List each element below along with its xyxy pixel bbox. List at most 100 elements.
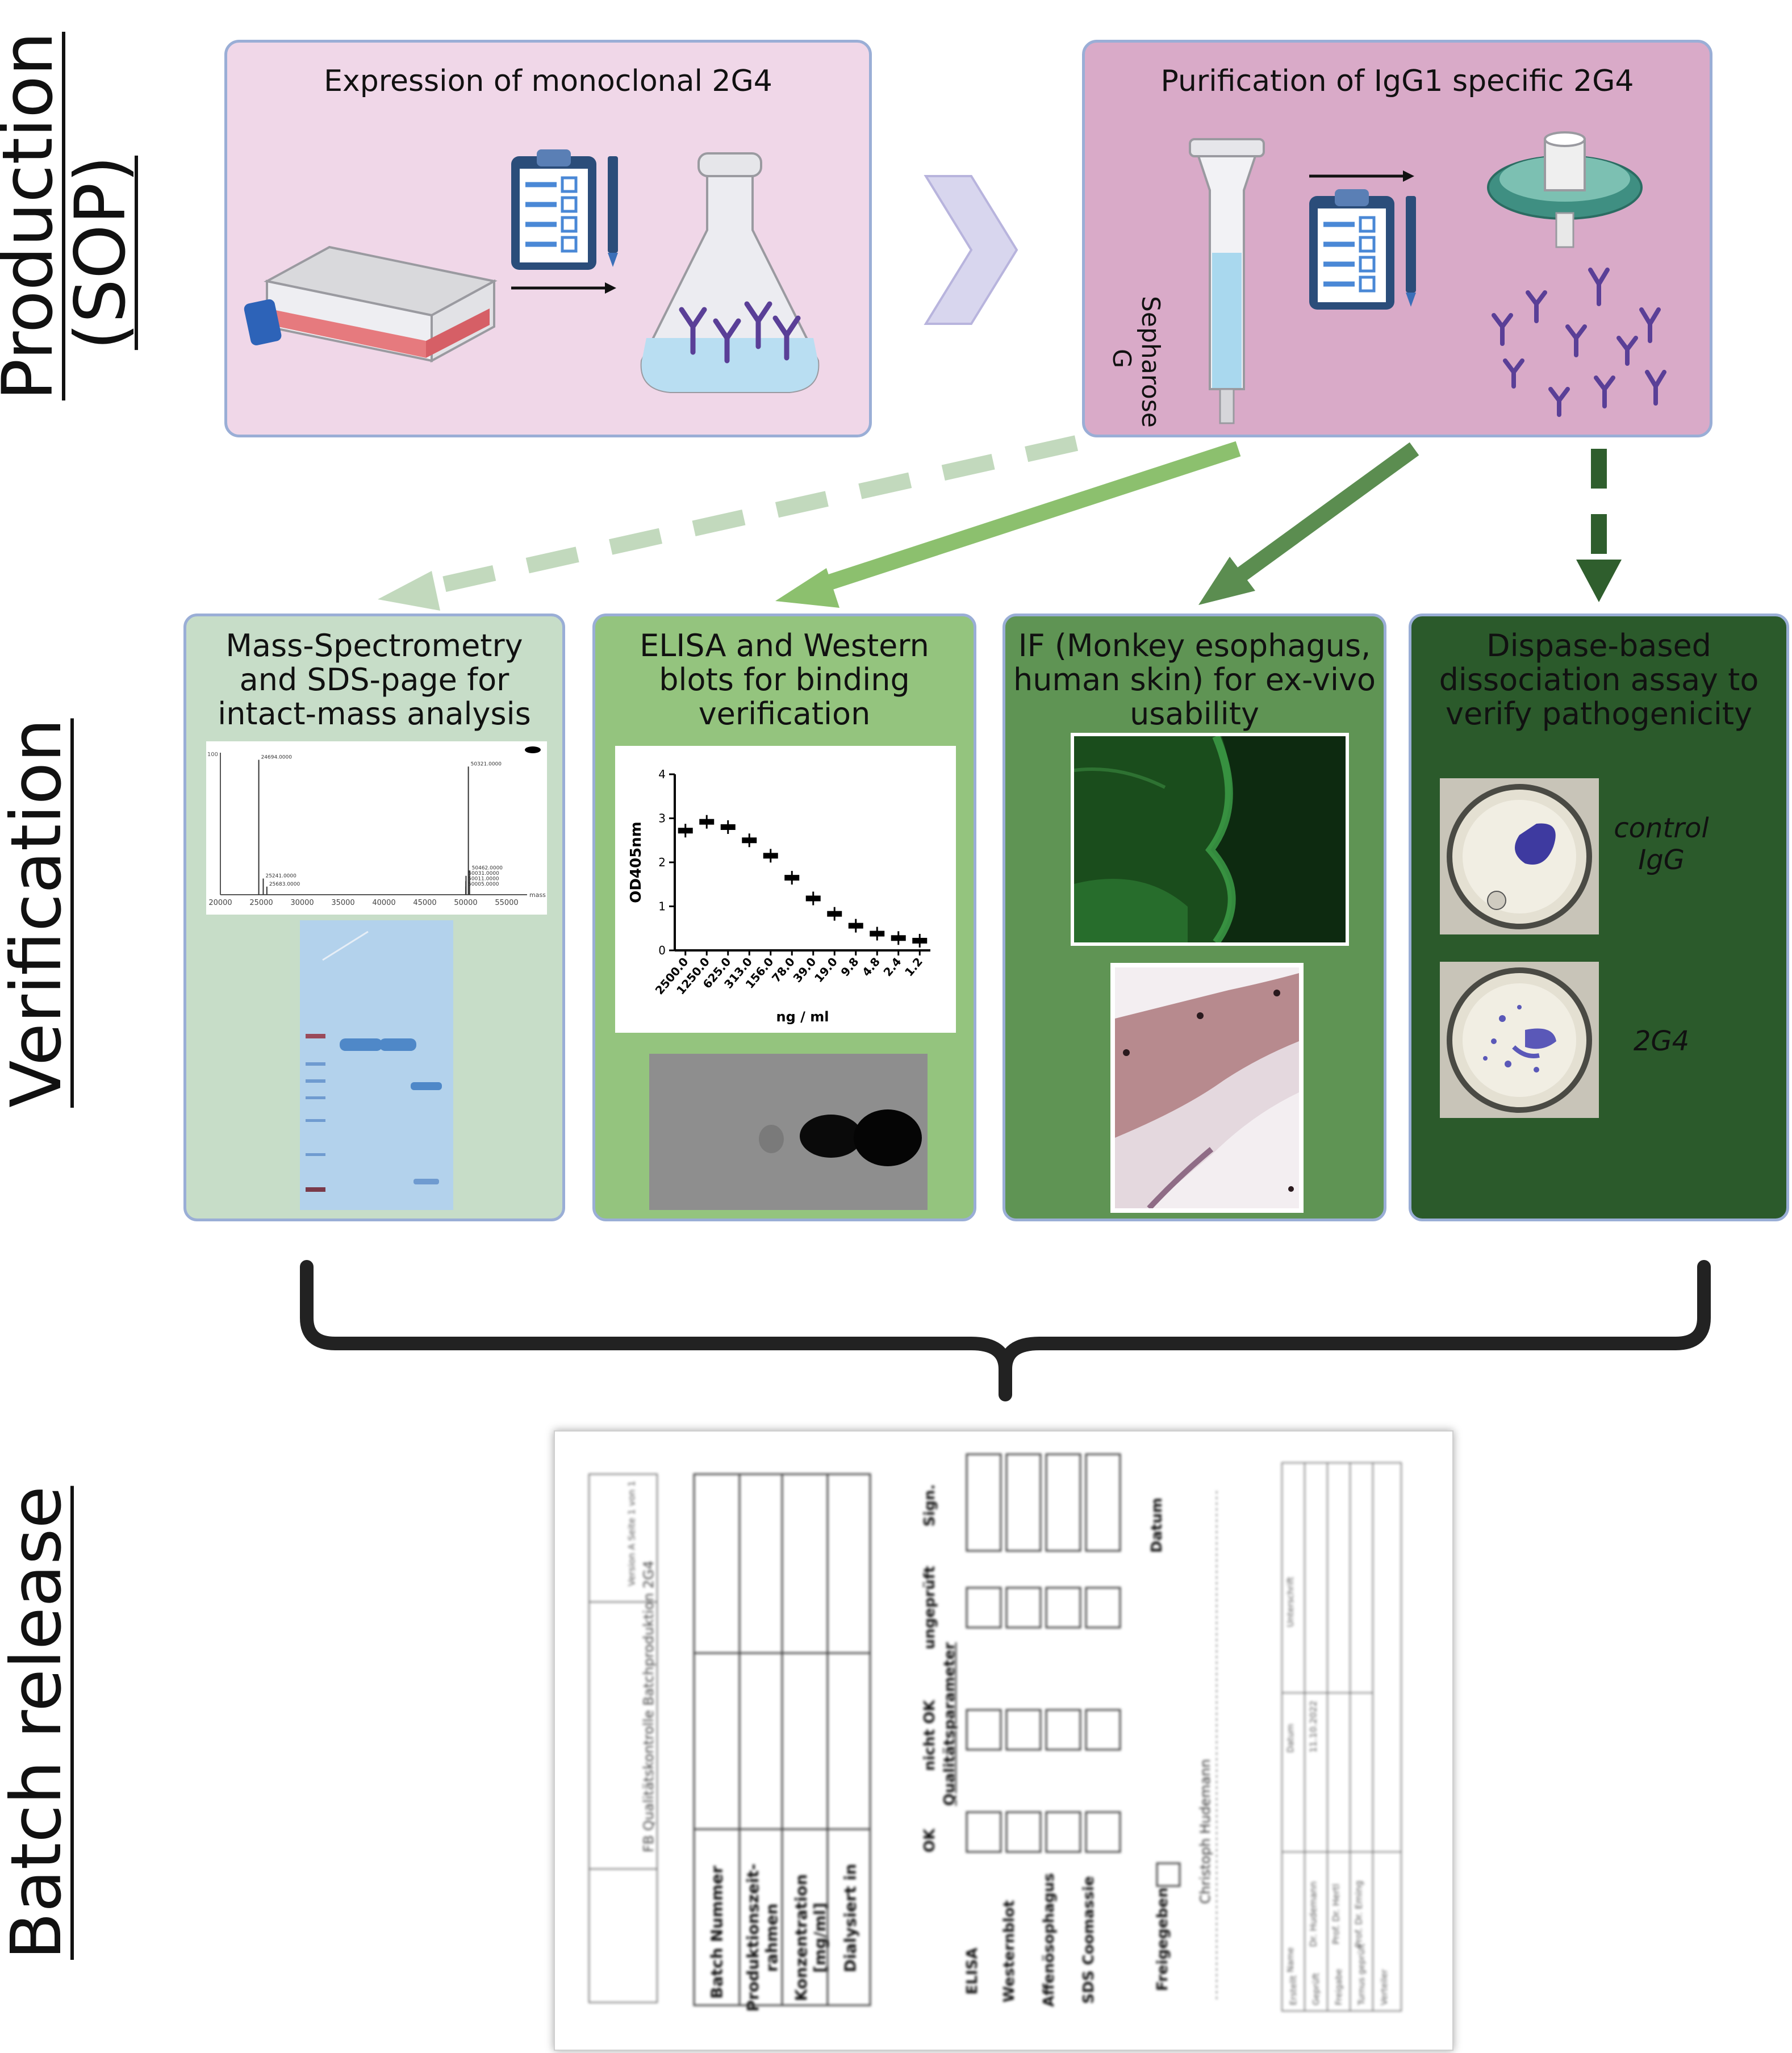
elisa-title: ELISA and Western blots for binding veri… [640, 628, 929, 732]
signature-table [1281, 1462, 1402, 2012]
arrow-to-elisa [775, 441, 1241, 608]
form-sign-role: Verteiler [1379, 1969, 1389, 2005]
form-sign-role: Freigabe [1334, 1969, 1344, 2005]
form-freigegeben: Freigegeben [1154, 1887, 1171, 1991]
form-title: FB Qualitätskontrolle Batchproduktion 2G… [641, 1560, 657, 1852]
elisa-x-tick-label: 1.2 [902, 955, 925, 979]
expression-box: Expression of monoclonal 2G4 [224, 40, 872, 437]
form-param-westernblot: Westernblot [1001, 1900, 1018, 2002]
purification-title: Purification of IgG1 specific 2G4 [1160, 64, 1634, 98]
clipboard-protocol-icon [1309, 189, 1416, 310]
dispase-box: Dispase-based dissociation assay to veri… [1409, 614, 1789, 1221]
elisa-y-tick-label: 3 [658, 812, 666, 825]
ms-x-tick-label: 45000 [413, 899, 436, 907]
ms-x-tick-label: 25000 [249, 899, 273, 907]
form-param-affenoesophagus: Affenösophagus [1041, 1873, 1058, 2007]
ms-x-tick-label: 30000 [290, 899, 314, 907]
curly-brace [300, 1260, 1711, 1401]
form-col-sign: Sign. [921, 1484, 938, 1527]
elisa-x-tick-label: 2.4 [880, 955, 904, 979]
elisa-binding-chart: 01234OD405nm2500.01250.0625.0313.0156.07… [628, 767, 930, 1025]
elisa-y-label: OD405nm [628, 821, 645, 903]
2g4-label: 2G4 [1633, 1025, 1690, 1057]
form-sign-role: Geprüft [1311, 1973, 1321, 2005]
expression-title: Expression of monoclonal 2G4 [324, 64, 772, 98]
elisa-y-tick-label: 0 [658, 944, 666, 957]
form-col-ungeprueft: ungeprüft [921, 1566, 938, 1650]
form-sign-role: Erstellt [1288, 1975, 1298, 2005]
ms-x-tick-label: 40000 [372, 899, 395, 907]
ms-x-tick-label: 35000 [331, 899, 354, 907]
batch-release-label: Batch release [0, 1485, 77, 1960]
form-sign-name-1: Dr. Hudemann [1308, 1881, 1319, 1947]
elisa-x-tick-label: 78.0 [769, 955, 797, 985]
ms-x-tick-label: 20000 [208, 899, 232, 907]
ms-box: Mass-Spectrometry and SDS-page for intac… [183, 614, 565, 1221]
quality-checkboxes [966, 1453, 1181, 1887]
expression-illustration [244, 149, 820, 393]
ms-legend-marker [525, 746, 541, 753]
gel-bands [340, 1038, 442, 1184]
dispase-title: Dispase-based dissociation assay to veri… [1439, 628, 1759, 732]
erlenmeyer-flask-icon [640, 152, 820, 393]
elisa-y-tick-label: 2 [658, 856, 666, 869]
gel-ladder [306, 1034, 325, 1192]
form-sign-header: Unterschrift [1285, 1577, 1296, 1628]
cell-culture-flask-icon [244, 245, 498, 363]
ms-y-top-label: 100 [207, 752, 218, 758]
2g4-well-image [1440, 962, 1599, 1118]
purification-box: Purification of IgG1 specific 2G4 Sephar… [1082, 40, 1712, 437]
clipboard-protocol-icon [511, 149, 618, 270]
if-title: IF (Monkey esophagus, human skin) for ex… [1013, 628, 1376, 732]
elisa-x-tick-label: 39.0 [790, 955, 818, 985]
form-col-ok: OK [921, 1828, 938, 1853]
form-quality-header: Qualitätsparameter [941, 1642, 958, 1806]
verification-label: Verification [0, 718, 77, 1108]
chromatography-column-icon [1189, 138, 1265, 424]
sds-page-gel [300, 920, 453, 1210]
ms-x-tick-label: 50000 [454, 899, 477, 907]
ms-spectrum-panel: 100 20000 25000 30000 35000 40000 45000 50000 55… [206, 741, 547, 915]
form-row-batch-nummer: Batch Nummer [707, 1866, 726, 1999]
purification-illustration [1189, 131, 1666, 424]
form-signature-name: Christoph Hudemann [1197, 1759, 1213, 1904]
form-row-produktionszeitrahmen: Produktionszeit-rahmen [743, 1863, 781, 2012]
ms-peak-label: 24694.0000 [261, 755, 293, 761]
control-igg-well-image [1440, 778, 1599, 934]
dashed-arrow-to-dispase [1576, 449, 1622, 602]
control-igg-label: control IgG [1614, 812, 1709, 876]
form-param-sds-coomassie: SDS Coomassie [1080, 1876, 1097, 2004]
form-param-elisa: ELISA [964, 1947, 981, 1995]
ms-peak-label: 50031.0000 [468, 871, 499, 877]
elisa-y-tick-label: 1 [658, 900, 666, 913]
flow-arrows [378, 435, 1622, 611]
ms-peak-label: 25683.0000 [269, 882, 300, 887]
elisa-x-tick-label: 4.8 [859, 955, 883, 979]
ms-peak-label: 25241.0000 [265, 874, 296, 879]
dashed-arrow-to-ms [378, 435, 1079, 611]
ms-peak-label: 50005.0000 [468, 882, 499, 887]
form-row-konzentration: Konzentration [mg/ml] [792, 1874, 829, 2001]
arrow-to-if [1198, 442, 1419, 605]
form-sign-header: Name [1285, 1947, 1296, 1972]
form-sign-header: Datum [1285, 1724, 1296, 1753]
if-monkey-esophagus-image [1071, 733, 1349, 946]
elisa-x-label: ng / ml [776, 1009, 829, 1025]
ms-x-unit-label: mass [529, 891, 546, 899]
ms-x-tick-label: 55000 [495, 899, 518, 907]
form-row-dialysiert: Dialysiert in [841, 1863, 860, 1973]
syringe-filter-icon [1487, 131, 1643, 248]
ms-peak-label: 50462.0000 [472, 865, 503, 871]
form-sign-name-3: Prof. Dr. Eming [1353, 1880, 1364, 1948]
if-human-skin-image [1110, 963, 1304, 1213]
western-blot-image [649, 1054, 928, 1210]
elisa-x-tick-label: 9.8 [838, 955, 861, 979]
mass-spectrum-plot: 100 20000 25000 30000 35000 40000 45000 50000 55… [207, 746, 546, 907]
antibody-cluster-icon [1492, 268, 1666, 417]
form-version: Version A Seite 1 von 1 [626, 1480, 637, 1587]
form-sign-role: Turnus geprüft [1356, 1943, 1367, 2006]
if-box: IF (Monkey esophagus, human skin) for ex… [1002, 614, 1386, 1221]
